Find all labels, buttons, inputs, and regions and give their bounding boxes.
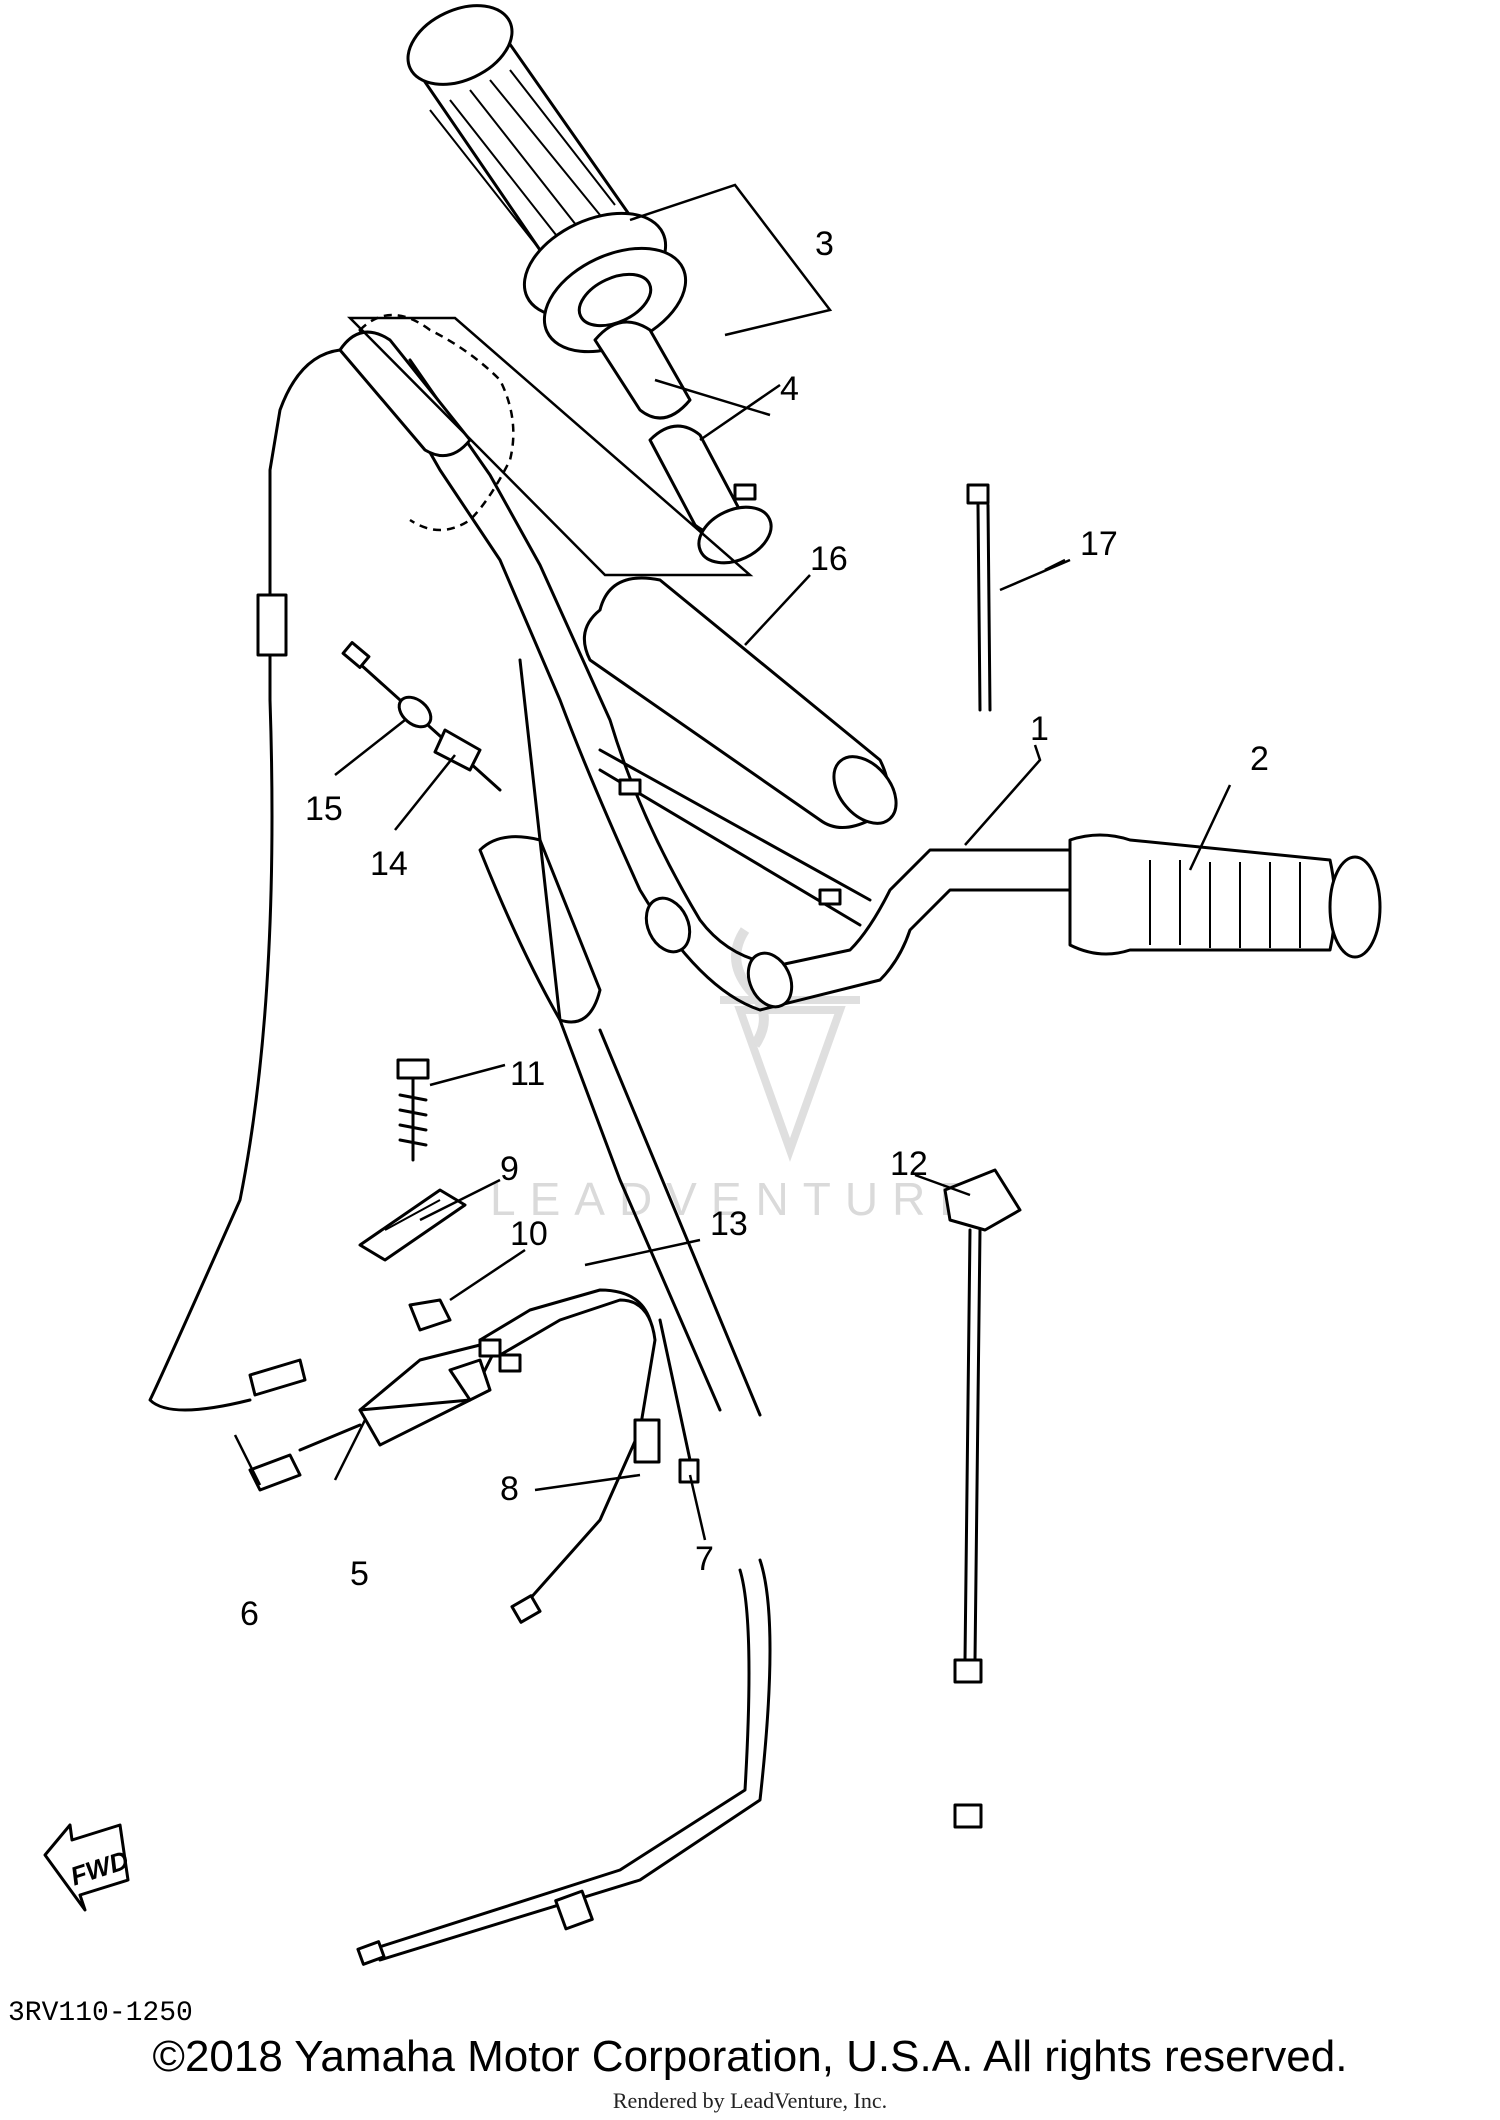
callout-13: 13 bbox=[710, 1205, 748, 1243]
right-grip[interactable] bbox=[1068, 833, 1382, 959]
callout-7: 7 bbox=[695, 1540, 714, 1578]
callout-10: 10 bbox=[510, 1215, 548, 1253]
rendered-by-notice: Rendered by LeadVenture, Inc. bbox=[612, 2088, 888, 2113]
callout-3: 3 bbox=[815, 225, 834, 263]
long-cable[interactable] bbox=[356, 658, 772, 1966]
leader-lines bbox=[233, 183, 1232, 1541]
sub-cables[interactable] bbox=[478, 1288, 700, 1624]
handlebar[interactable] bbox=[338, 313, 1072, 1014]
watermark-text: LEADVENTURE bbox=[490, 1173, 984, 1225]
screw[interactable] bbox=[396, 1058, 430, 1162]
callout-12: 12 bbox=[890, 1145, 928, 1183]
fwd-arrow-icon: FWD bbox=[43, 1823, 132, 1912]
callout-numbers: 3 4 16 17 1 2 15 14 11 9 10 12 13 8 7 5 … bbox=[240, 225, 1269, 1633]
callout-5: 5 bbox=[350, 1555, 369, 1593]
throttle-tube[interactable] bbox=[593, 320, 780, 574]
copyright-notice: ©2018 Yamaha Motor Corporation, U.S.A. A… bbox=[152, 2032, 1348, 2081]
switch-housing[interactable] bbox=[248, 1338, 502, 1492]
callout-16: 16 bbox=[810, 540, 848, 578]
callout-4: 4 bbox=[780, 370, 799, 408]
callout-2: 2 bbox=[1250, 740, 1269, 778]
left-grip[interactable] bbox=[395, 0, 702, 372]
assembly-box bbox=[346, 316, 754, 577]
watermark: LEADVENTURE bbox=[490, 927, 984, 1225]
cable-adjuster[interactable] bbox=[341, 641, 502, 792]
callout-6: 6 bbox=[240, 1595, 259, 1633]
callout-11: 11 bbox=[510, 1055, 545, 1093]
callout-8: 8 bbox=[500, 1470, 519, 1508]
clip[interactable] bbox=[408, 1298, 452, 1332]
throttle-cable[interactable] bbox=[148, 348, 342, 1412]
callout-1: 1 bbox=[1030, 710, 1049, 748]
callout-15: 15 bbox=[305, 790, 343, 828]
handlebar-pad[interactable] bbox=[582, 576, 908, 835]
callout-9: 9 bbox=[500, 1150, 519, 1188]
callout-17: 17 bbox=[1080, 525, 1118, 563]
cover-plate[interactable] bbox=[358, 1188, 467, 1262]
callout-14: 14 bbox=[370, 845, 408, 883]
cable-tie[interactable] bbox=[966, 483, 992, 712]
lever-cable[interactable] bbox=[943, 1168, 1022, 1829]
document-code: 3RV110-1250 bbox=[8, 1998, 193, 2029]
